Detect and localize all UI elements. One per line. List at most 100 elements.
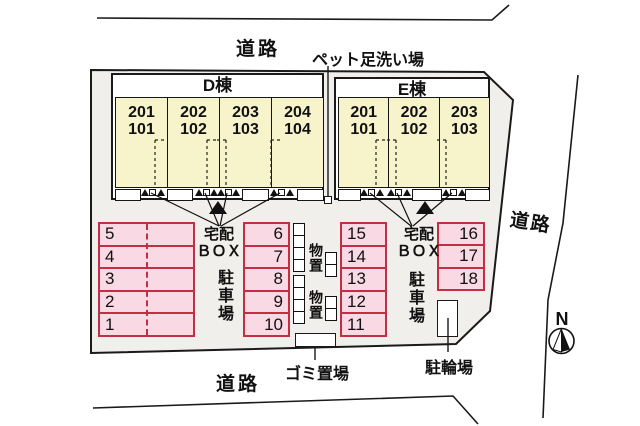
parking-stall: 15 — [342, 224, 385, 245]
entrance-triangle-mark — [141, 189, 149, 196]
parking-stall-number: 16 — [459, 224, 478, 244]
road-label-top: 道路 — [235, 39, 280, 60]
parking-stall: 8 — [245, 267, 288, 290]
parking-stall: 5 — [100, 224, 193, 245]
parking-stall-number: 12 — [347, 292, 366, 312]
unit-upper-number: 204 — [284, 104, 311, 121]
parking-stall-number: 10 — [264, 314, 283, 334]
unit-lower-number: 101 — [350, 121, 378, 138]
storage-unit — [325, 308, 337, 321]
entrance-triangle-mark — [232, 189, 240, 196]
unit-lower-number: 103 — [232, 121, 259, 138]
parking-stall-number: 8 — [273, 269, 283, 289]
entrance-triangle-mark — [195, 189, 203, 196]
parking-stall: 18 — [439, 266, 483, 289]
storage-unit — [325, 264, 337, 277]
parking-stall-number: 18 — [459, 268, 478, 288]
storage-label-2: 物置 — [308, 290, 324, 320]
entrance-triangle-mark — [270, 189, 278, 196]
porch — [115, 189, 141, 201]
bicycle-parking-label: 駐輪場 — [424, 360, 473, 377]
parking-stall-number: 11 — [347, 314, 365, 334]
porch — [297, 189, 324, 201]
unit-upper-number: 201 — [128, 104, 155, 121]
parking-stall-number: 6 — [273, 224, 283, 244]
building-e-title: E棟 — [397, 80, 427, 99]
north-compass-icon — [548, 327, 575, 355]
entrance-door-mark — [278, 189, 285, 196]
delivery-box-label-d: 宅配 ＢＯＸ — [191, 226, 247, 260]
unit-upper-number: 202 — [400, 104, 428, 121]
parking-lot-label-d: 駐車場 — [215, 269, 232, 323]
parking-stall: 9 — [245, 289, 288, 313]
unit-lower-number: 101 — [128, 121, 155, 138]
unit-lower-number: 102 — [180, 121, 207, 138]
parking-lot-label-e: 駐車場 — [406, 271, 423, 325]
garbage-area-box — [295, 333, 336, 347]
entrance-triangle-mark — [157, 189, 165, 196]
compass-n-label: N — [555, 309, 569, 329]
delivery-box-label-d-line2: ＢＯＸ — [196, 243, 242, 260]
unit-upper-number: 203 — [450, 104, 478, 121]
delivery-box-label-d-line1: 宅配 — [203, 226, 234, 243]
entrance-door-mark — [395, 189, 402, 196]
parking-stall-number: 4 — [105, 246, 115, 266]
entrance-triangle-mark — [403, 189, 411, 196]
entrance-triangle-mark — [387, 189, 395, 196]
porch — [338, 189, 361, 201]
parking-stall: 7 — [245, 244, 288, 268]
parking-stall: 12 — [342, 289, 385, 313]
entrance-door-mark — [203, 189, 210, 196]
parking-stall-number: 5 — [105, 224, 115, 244]
storage-label-1: 物置 — [308, 243, 324, 273]
entrance-door-mark — [450, 189, 457, 196]
garbage-area-label: ゴミ置場 — [285, 366, 350, 383]
parking-stall-divider — [146, 224, 148, 335]
delivery-box-label-e: 宅配 ＢＯＸ — [391, 226, 447, 260]
parking-stall: 17 — [439, 244, 483, 266]
parking-stall: 14 — [342, 244, 385, 268]
entrance-triangle-mark — [442, 189, 450, 196]
bicycle-parking-box — [437, 300, 458, 337]
parking-stall-number: 15 — [347, 224, 366, 244]
porch — [242, 189, 269, 201]
entrance-door-mark — [368, 189, 375, 196]
road-edges — [92, 4, 579, 425]
unit-upper-number: 203 — [232, 104, 259, 121]
parking-stall-number: 13 — [347, 269, 366, 289]
parking-stall: 13 — [342, 267, 385, 290]
unit-upper-number: 202 — [180, 104, 207, 121]
unit-upper-number: 201 — [350, 104, 378, 121]
parking-stall-number: 3 — [105, 269, 115, 289]
unit-lower-number: 102 — [400, 121, 428, 138]
parking-stall: 16 — [439, 224, 483, 244]
parking-stall-number: 2 — [105, 292, 115, 312]
parking-stall-number: 9 — [273, 292, 283, 312]
porch — [465, 189, 490, 201]
entrance-triangle-mark — [458, 189, 466, 196]
porch — [167, 189, 193, 201]
pet-wash-station-marker — [324, 196, 332, 204]
parking-stall-number: 7 — [273, 246, 283, 266]
parking-stall: 6 — [245, 224, 288, 245]
storage-unit — [293, 259, 305, 272]
entrance-triangle-mark — [376, 189, 384, 196]
entrance-triangle-mark — [360, 189, 368, 196]
parking-stall-number: 1 — [105, 314, 115, 334]
parking-stall: 10 — [245, 312, 288, 335]
unit-lower-number: 103 — [450, 121, 478, 138]
entrance-door-mark — [225, 189, 232, 196]
